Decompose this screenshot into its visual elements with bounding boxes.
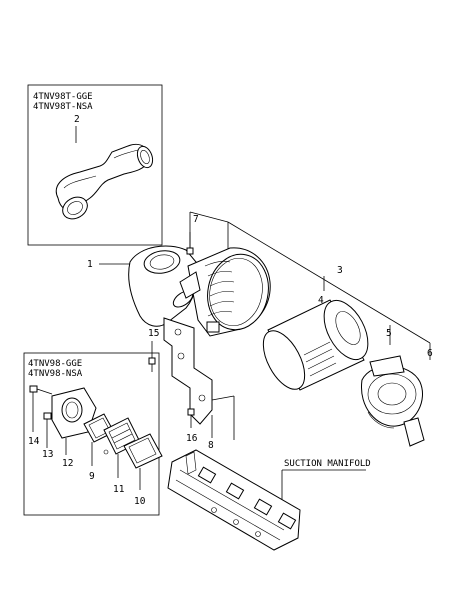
bolt-16 (187, 408, 195, 428)
callout-12: 12 (62, 458, 73, 469)
bolt-14 (29, 385, 53, 432)
callout-14: 14 (28, 436, 40, 447)
assembly-bracket-3 (189, 211, 431, 360)
suction-manifold-part (167, 449, 301, 551)
callout-5: 5 (386, 328, 392, 339)
bolt-15 (148, 341, 156, 372)
inset-turbo-hose: 4TNV98T-GGE 4TNV98T-NSA 2 (27, 84, 163, 246)
callout-13: 13 (42, 449, 53, 460)
bolt-7 (186, 232, 194, 255)
rubber-hose-part (55, 144, 154, 220)
callout-6: 6 (427, 348, 433, 359)
callout-2: 2 (74, 114, 80, 125)
inset-top-model-1: 4TNV98T-GGE (33, 92, 93, 102)
inset-bottom-model-2: 4TNV98-NSA (28, 369, 83, 379)
suction-manifold-label: SUCTION MANIFOLD (284, 459, 371, 469)
callout-16: 16 (186, 433, 198, 444)
callout-8: 8 (208, 440, 214, 451)
inset-bottom-model-1: 4TNV98-GGE (28, 359, 82, 369)
callout-11: 11 (113, 484, 125, 495)
mounting-bracket-part (163, 317, 235, 440)
callout-7: 7 (193, 214, 199, 225)
callout-3: 3 (337, 265, 343, 276)
callout-1: 1 (87, 259, 93, 270)
callout-4: 4 (318, 295, 324, 306)
cleaner-cover-part (361, 355, 425, 447)
callout-10: 10 (134, 496, 146, 507)
air-cleaner-housing-part (179, 247, 271, 337)
inset-adapter: 4TNV98-GGE 4TNV98-NSA 14 13 12 (23, 352, 163, 516)
filter-element-part (262, 299, 369, 391)
intake-elbow-part (99, 245, 199, 327)
gasket-2-part (123, 433, 163, 490)
inset-top-model-2: 4TNV98T-NSA (33, 102, 93, 112)
callout-15: 15 (148, 328, 159, 339)
callout-9: 9 (89, 471, 95, 482)
